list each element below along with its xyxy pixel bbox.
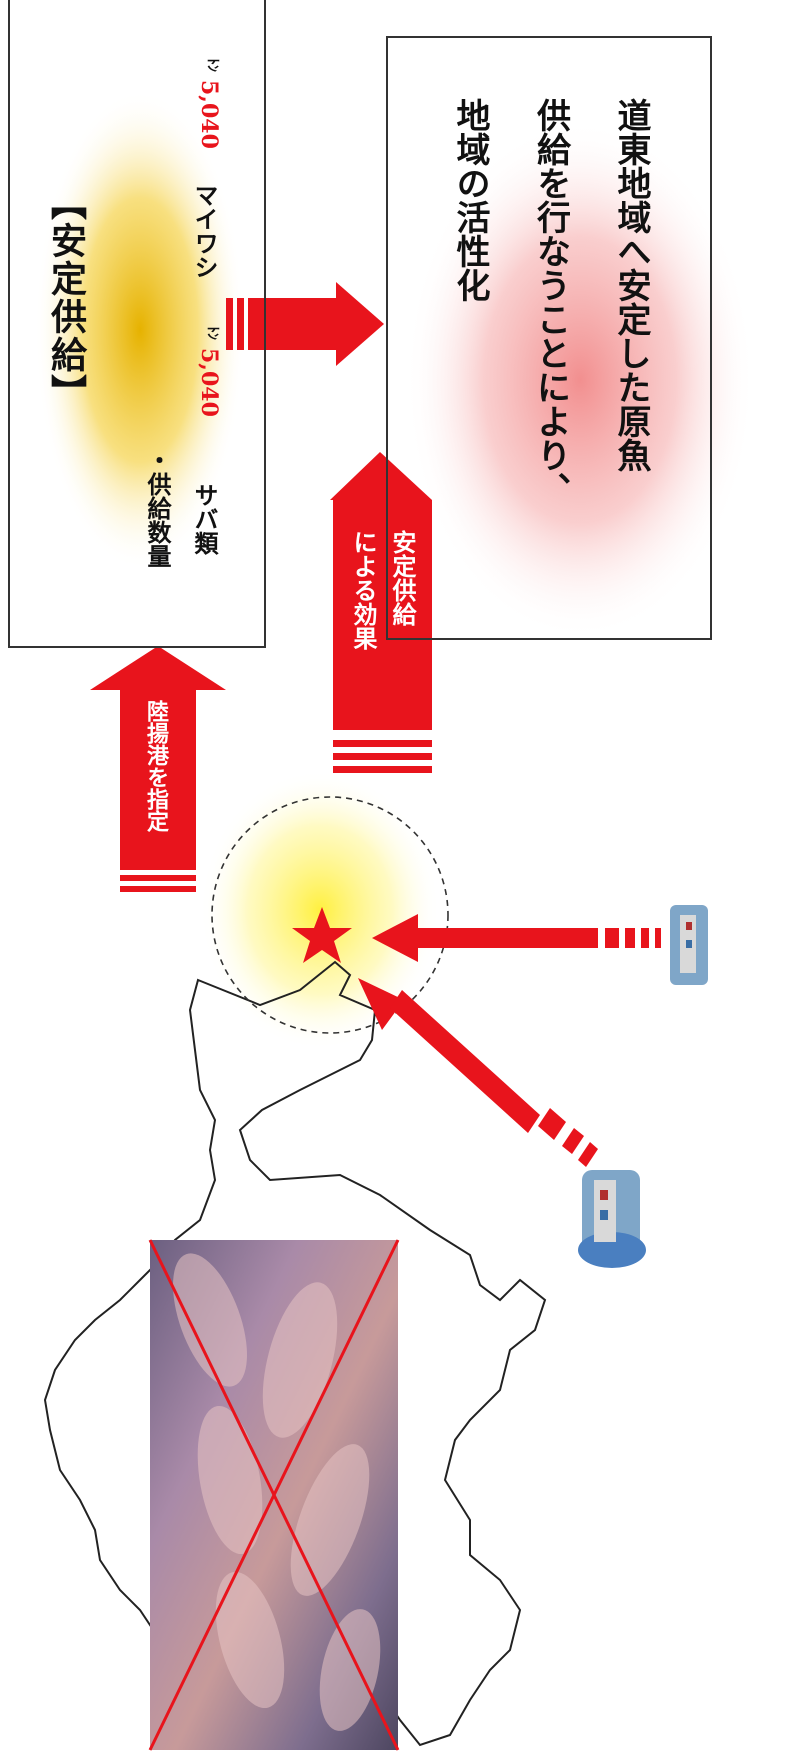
sardine-value: 5,040	[196, 80, 222, 149]
effect-arrow	[330, 452, 432, 773]
area-circle	[211, 796, 449, 1034]
effect-line-2: 供給を行なうことにより、	[530, 98, 571, 506]
supply-quantity-label: ・供給数量	[143, 448, 172, 568]
supply-box: 【安定供給】 ・供給数量 サバ類 5,040 ﾄﾝ マイワシ 5,040 ﾄﾝ	[8, 0, 266, 648]
fishing-boat-icon	[578, 1170, 646, 1268]
mackerel-unit: ﾄﾝ	[204, 326, 220, 340]
supply-glow	[35, 90, 245, 570]
port-designation-arrow	[90, 646, 226, 892]
sardine-label: マイワシ	[190, 183, 219, 279]
incoming-arrow-southeast	[358, 978, 598, 1167]
incoming-arrow-east	[372, 914, 661, 962]
supply-items-column: サバ類 5,040 ﾄﾝ マイワシ 5,040 ﾄﾝ	[172, 8, 222, 588]
effect-glow	[405, 120, 755, 640]
fish-photo	[148, 1239, 400, 1751]
mackerel-label: サバ類	[190, 483, 219, 555]
supply-box-title: 【安定供給】	[45, 184, 87, 412]
effect-line-1: 道東地域へ安定した原魚	[611, 98, 651, 472]
effect-arrow-label-line2: による効果	[349, 530, 378, 650]
effect-box: 地域の活性化 供給を行なうことにより、 道東地域へ安定した原魚	[386, 36, 712, 640]
mackerel-value: 5,040	[196, 348, 222, 417]
fishing-boat-icon	[670, 905, 708, 985]
supply-to-effect-arrow	[226, 282, 384, 366]
effect-arrow-label: 安定供給 による効果	[346, 530, 420, 730]
landing-port-star	[292, 907, 352, 963]
highlight-glow	[200, 770, 440, 1050]
effect-arrow-label-line1: 安定供給	[388, 530, 417, 626]
hokkaido-map	[43, 960, 547, 1747]
sardine-unit: ﾄﾝ	[204, 58, 220, 72]
port-designation-label: 陸揚港を指定	[143, 700, 169, 832]
effect-text: 地域の活性化 供給を行なうことにより、 道東地域へ安定した原魚	[446, 98, 656, 618]
effect-line-3: 地域の活性化	[450, 98, 490, 302]
